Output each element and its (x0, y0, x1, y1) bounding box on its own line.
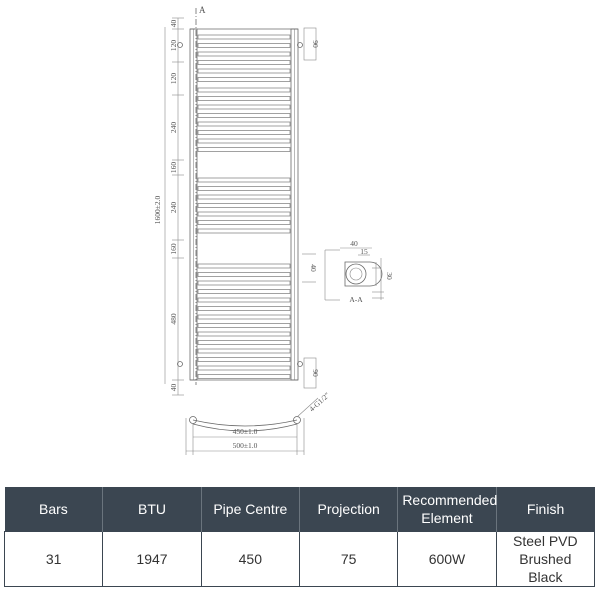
width-outer-dim: 500±1.0 (233, 441, 258, 450)
bracket-bottom-right (297, 361, 303, 367)
bracket-top-left (177, 42, 183, 48)
height-dimension-label: 1600±2.0 (153, 196, 162, 225)
rail-bar (197, 314, 291, 320)
bracket-bottom-left (177, 361, 183, 367)
rail-bar (197, 228, 291, 234)
side-mid-dim: 40 (309, 264, 318, 272)
spec-header-row: Bars BTU Pipe Centre Projection Recommen… (4, 487, 595, 532)
rail-bar (197, 77, 291, 82)
segment-label: 480 (169, 313, 178, 325)
rail-bar (197, 297, 291, 303)
segment-dimensions: 40 120 120 240 160 240 160 480 40 (169, 17, 184, 396)
section-marker: A (199, 5, 206, 15)
segment-label: 240 (169, 202, 178, 214)
rail-bar (197, 68, 291, 74)
specification-table: Bars BTU Pipe Centre Projection Recommen… (3, 487, 596, 587)
rail-bar (197, 43, 291, 48)
segment-label: 160 (169, 243, 178, 255)
rail-bar (197, 340, 291, 345)
detail-inner-dim: 15 (360, 247, 368, 256)
rail-bar (197, 34, 291, 40)
plan-view: 4-G1/2" 450±1.0 500±1.0 (185, 391, 331, 455)
rail-bar (197, 263, 291, 269)
header-bars: Bars (4, 487, 104, 532)
rail-bar (197, 194, 291, 200)
segment-label: 120 (169, 73, 178, 85)
rail-bar (197, 186, 291, 191)
section-label: A-A (349, 295, 363, 304)
rail-bar (197, 280, 291, 286)
spec-value-row: 31 1947 450 75 600W Steel PVD Brushed Bl… (3, 531, 596, 587)
value-recommended-element: 600W (397, 531, 497, 587)
rail-bar (197, 331, 291, 337)
rail-bar (197, 121, 291, 127)
value-bars: 31 (3, 531, 104, 587)
segment-label: 160 (169, 162, 178, 174)
rail-bar (197, 138, 291, 144)
rail-bar (197, 113, 291, 118)
header-finish: Finish (496, 487, 595, 532)
section-detail: 40 15 30 A-A (324, 239, 394, 304)
bracket-top-right (297, 42, 303, 48)
value-finish: Steel PVD Brushed Black (495, 531, 596, 587)
value-projection: 75 (298, 531, 399, 587)
rail-bar (197, 51, 291, 57)
value-btu: 1947 (102, 531, 202, 587)
segment-label: 40 (169, 20, 178, 28)
segment-label: 40 (169, 384, 178, 392)
detail-right-dim: 30 (385, 272, 394, 280)
header-recommended-element: Recommended Element (397, 487, 497, 532)
segment-label: 120 (169, 40, 178, 52)
rail-bar (197, 272, 291, 277)
header-pipe-centre: Pipe Centre (201, 487, 300, 532)
value-pipe-centre: 450 (200, 531, 300, 587)
segment-label: 240 (169, 122, 178, 134)
rail-bar (197, 289, 291, 294)
rail-bar (197, 96, 291, 101)
rail-bar (197, 203, 291, 208)
rail-bars (197, 34, 291, 379)
header-btu: BTU (102, 487, 202, 532)
rail-bar (197, 348, 291, 354)
side-top-dim: 90 (311, 40, 320, 48)
rail-bar (197, 87, 291, 93)
detail-top-dim: 40 (350, 239, 358, 248)
rail-bar (197, 147, 291, 152)
rail-bar (197, 220, 291, 225)
width-inner-dim: 450±1.0 (233, 427, 258, 436)
rail-bar (197, 374, 291, 379)
pipe-label: 4-G1/2" (307, 391, 331, 414)
rail-bar (197, 211, 291, 217)
rail-bar (197, 104, 291, 110)
rail-bar (197, 60, 291, 65)
rail-bar (197, 365, 291, 371)
header-projection: Projection (299, 487, 399, 532)
rail-bar (197, 357, 291, 362)
rail-bar (197, 177, 291, 183)
rail-bar (197, 323, 291, 328)
rail-bar (197, 306, 291, 311)
rail-bar (197, 130, 291, 135)
side-bottom-dim: 90 (311, 369, 320, 377)
